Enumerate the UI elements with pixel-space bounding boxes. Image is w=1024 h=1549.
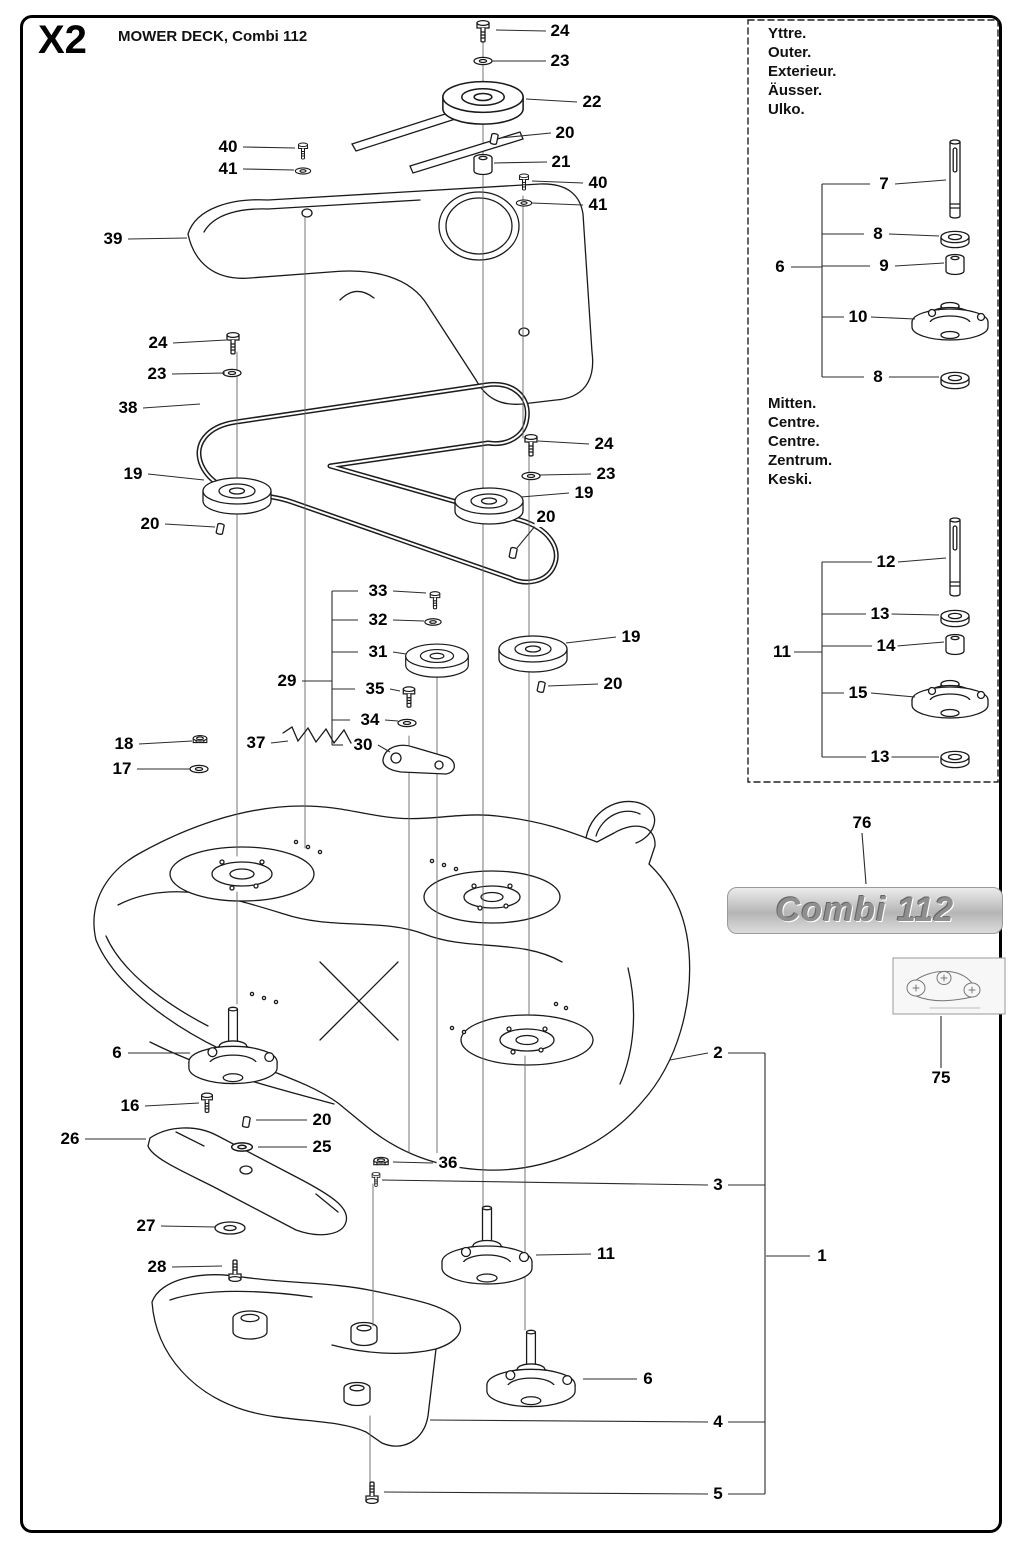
part-callout-37: 37 [244,733,268,753]
part-callout-24: 24 [146,333,170,353]
part-callout-76: 76 [850,813,874,833]
part-callout-23: 23 [548,51,572,71]
belt-cover [187,183,594,405]
part-callout-8: 8 [871,367,885,387]
projection-lines [236,39,530,1483]
part-callout-11: 11 [595,1244,617,1264]
part-callout-10: 10 [846,307,870,327]
part-callout-13: 13 [868,604,892,624]
part-callout-20: 20 [534,507,558,527]
part-callout-11: 11 [771,642,793,662]
part-callout-29: 29 [275,671,299,691]
part-callout-33: 33 [366,581,390,601]
part-callout-40: 40 [586,173,610,193]
part-callout-12: 12 [874,552,898,572]
part-callout-23: 23 [594,464,618,484]
spindle-assemblies [188,1006,576,1505]
part-callout-13: 13 [868,747,892,767]
legend-line-centre-fr: Centre. [768,433,820,450]
page-frame [20,15,1002,1533]
part-callout-16: 16 [118,1096,142,1116]
part-callout-6: 6 [110,1043,124,1063]
part-callout-3: 3 [711,1175,725,1195]
legend-line-outer-de: Äusser. [768,82,823,99]
page-title: MOWER DECK, Combi 112 [118,28,308,45]
part-callout-75: 75 [929,1068,953,1088]
part-callout-41: 41 [216,159,240,179]
part-callout-14: 14 [874,636,898,656]
part-callout-1: 1 [815,1246,829,1266]
legend-line-outer-en: Outer. [768,44,812,61]
part-callout-35: 35 [363,679,387,699]
part-callout-38: 38 [116,398,140,418]
badge-text: Combi 112 [775,891,955,929]
part-callout-20: 20 [553,123,577,143]
part-callout-22: 22 [580,92,604,112]
part-callout-24: 24 [548,21,572,41]
part-callout-31: 31 [366,642,390,662]
part-callout-20: 20 [138,514,162,534]
part-callout-26: 26 [58,1129,82,1149]
part-callout-20: 20 [601,674,625,694]
part-callout-4: 4 [711,1412,725,1432]
part-callout-19: 19 [572,483,596,503]
legend-line-outer-fr: Exterieur. [768,63,837,80]
part-callout-21: 21 [549,152,573,172]
legend-line-centre-sv: Mitten. [768,395,817,412]
part-callout-17: 17 [110,759,134,779]
part-callout-9: 9 [877,256,891,276]
legend-line-centre-de: Zentrum. [768,452,833,469]
legend-line-outer-fi: Ulko. [768,101,805,118]
part-callout-7: 7 [877,174,891,194]
blade [147,1127,348,1236]
part-callout-19: 19 [121,464,145,484]
part-callout-24: 24 [592,434,616,454]
centre-position-legend: Mitten. Centre. Centre. Zentrum. Keski. [768,394,832,489]
diagram-code: X2 [38,18,87,62]
legend-line-centre-fi: Keski. [768,471,813,488]
combi-112-badge: Combi 112 [727,887,1003,934]
part-callout-32: 32 [366,610,390,630]
outer-position-legend: Yttre. Outer. Exterieur. Äusser. Ulko. [768,24,836,119]
part-callout-28: 28 [145,1257,169,1277]
inset-panel-border [747,19,999,783]
legend-line-centre-en: Centre. [768,414,820,431]
part-callout-20: 20 [310,1110,334,1130]
legend-line-outer-sv: Yttre. [768,25,807,42]
baffle-plate [151,1274,462,1447]
part-callout-15: 15 [846,683,870,703]
part-callout-19: 19 [619,627,643,647]
belt-routing-thumbnail [892,957,1006,1015]
part-callout-34: 34 [358,710,382,730]
part-callout-41: 41 [586,195,610,215]
part-callout-2: 2 [711,1043,725,1063]
part-callout-25: 25 [310,1137,334,1157]
part-callout-6: 6 [641,1369,655,1389]
part-callout-8: 8 [871,224,885,244]
mower-deck-housing [93,800,691,1171]
part-callout-40: 40 [216,137,240,157]
part-callout-18: 18 [112,734,136,754]
part-callout-39: 39 [101,229,125,249]
part-callout-30: 30 [351,735,375,755]
part-callout-27: 27 [134,1216,158,1236]
tensioner-group [282,591,456,775]
part-callout-36: 36 [436,1153,460,1173]
top-idler-assembly [294,19,533,207]
part-callout-6: 6 [773,257,787,277]
part-callout-23: 23 [145,364,169,384]
part-callout-5: 5 [711,1484,725,1504]
